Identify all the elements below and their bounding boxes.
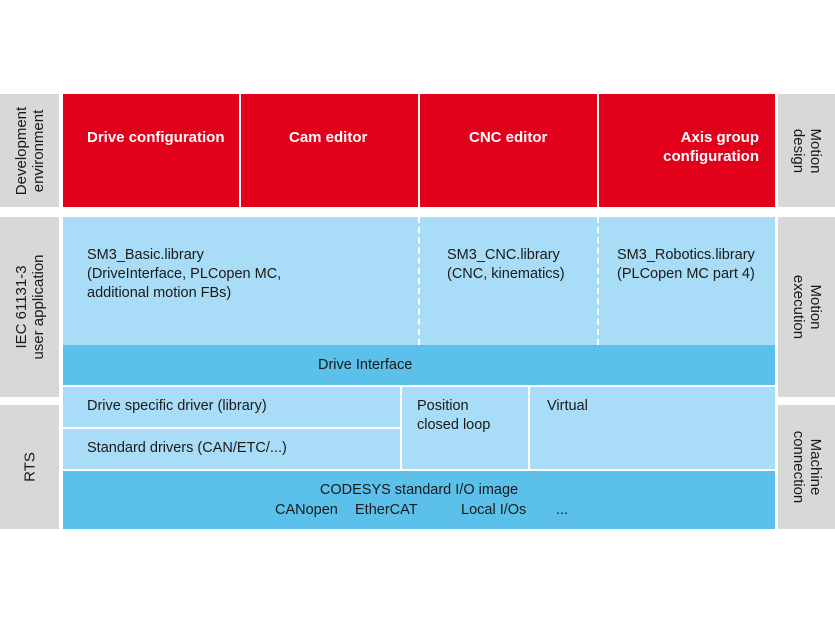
divider <box>418 94 420 207</box>
divider <box>597 94 599 207</box>
sm3-basic-library: SM3_Basic.library (DriveInterface, PLCop… <box>87 247 282 301</box>
drive-specific-driver-label: Drive specific driver (library) <box>87 398 267 414</box>
label-motion-design: Motion design <box>778 94 835 207</box>
label-motion-design-text: Motion design <box>789 127 824 174</box>
label-iec-user-application-text: IEC 61131-3 user application <box>12 254 47 360</box>
io-image-title: CODESYS standard I/O image <box>319 482 519 498</box>
drive-specific-driver: Drive specific driver (library) <box>63 387 400 427</box>
virtual: Virtual <box>530 387 775 469</box>
sm3-robotics-library: SM3_Robotics.library (PLCopen MC part 4) <box>617 247 755 282</box>
development-tools-row: Drive configuration Cam editor CNC edito… <box>63 94 775 207</box>
libraries-row: SM3_Basic.library (DriveInterface, PLCop… <box>63 217 775 345</box>
label-rts: RTS <box>0 405 59 529</box>
io-canopen: CANopen <box>275 502 338 518</box>
drive-interface-bar: Drive Interface <box>63 345 775 385</box>
standard-drivers: Standard drivers (CAN/ETC/...) <box>63 429 400 469</box>
label-machine-connection: Machine connection <box>778 405 835 529</box>
label-machine-connection-text: Machine connection <box>789 430 824 504</box>
position-closed-loop: Position closed loop <box>402 387 528 469</box>
label-motion-execution-text: Motion execution <box>789 274 824 340</box>
position-closed-loop-label: Position closed loop <box>417 398 491 433</box>
drive-configuration: Drive configuration <box>87 129 225 146</box>
axis-group-configuration: Axis group configuration <box>663 129 759 165</box>
virtual-label: Virtual <box>547 398 588 414</box>
drive-interface-label: Drive Interface <box>318 357 413 373</box>
label-development-environment: Development environment <box>0 94 59 207</box>
standard-drivers-label: Standard drivers (CAN/ETC/...) <box>87 440 287 456</box>
cnc-editor: CNC editor <box>469 129 548 146</box>
io-image-bar: CODESYS standard I/O image CANopen Ether… <box>63 471 775 529</box>
label-rts-text: RTS <box>21 452 38 482</box>
io-ethercat: EtherCAT <box>355 502 418 518</box>
dashed-divider <box>418 217 420 345</box>
io-local-ios: Local I/Os <box>461 502 527 518</box>
cam-editor: Cam editor <box>289 129 368 146</box>
label-development-environment-text: Development environment <box>12 106 47 195</box>
dashed-divider <box>597 217 599 345</box>
label-iec-user-application: IEC 61131-3 user application <box>0 217 59 397</box>
divider <box>239 94 241 207</box>
io-ellipsis: ... <box>556 502 569 518</box>
sm3-cnc-library: SM3_CNC.library (CNC, kinematics) <box>447 247 565 282</box>
label-motion-execution: Motion execution <box>778 217 835 397</box>
